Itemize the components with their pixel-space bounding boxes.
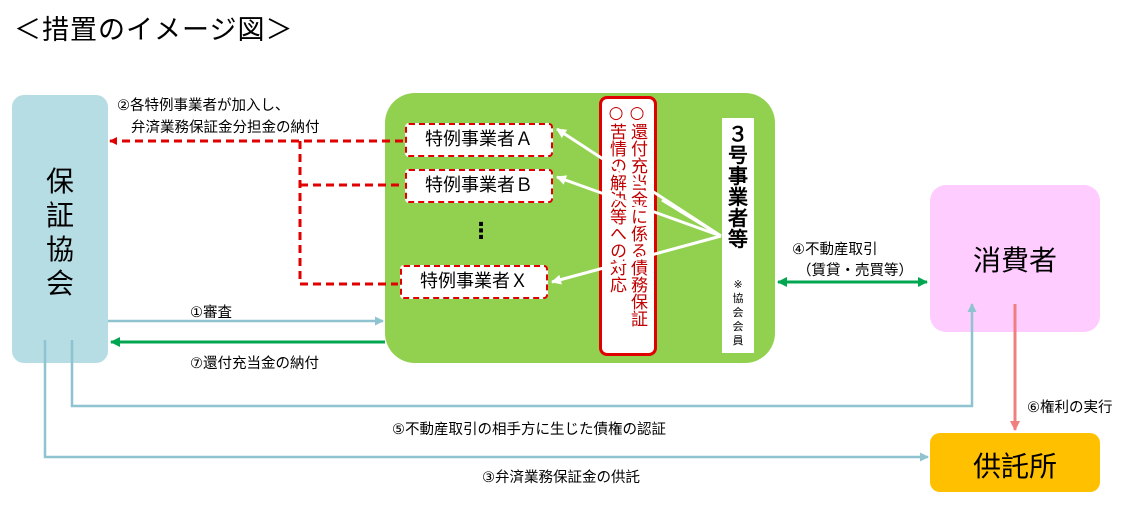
hosho-kyokai-label: 保 証 協 会 bbox=[12, 165, 108, 301]
step5-arrow bbox=[70, 303, 977, 408]
hosho-kyokai-box: 保 証 協 会 bbox=[12, 95, 108, 363]
hosho-char: 保 bbox=[45, 165, 74, 198]
step2-label-line2: 弁済業務保証金分担金の納付 bbox=[131, 120, 320, 136]
go3-char: 業 bbox=[728, 185, 748, 209]
go3-char: 等 bbox=[728, 227, 748, 251]
measure-guarantee: ○還付充当金に係る債務保証 bbox=[627, 103, 647, 327]
hosho-char: 会 bbox=[45, 267, 74, 300]
step3-arrow bbox=[43, 340, 929, 462]
vertical-ellipsis: ⋮ bbox=[470, 219, 492, 244]
go3-jigyosha-label: ３ 号 事 業 者 等 bbox=[722, 124, 754, 250]
go3-char: 者 bbox=[728, 206, 748, 230]
go3-note-char: ※ bbox=[733, 278, 743, 291]
hosho-char: 証 bbox=[45, 199, 74, 232]
step1-label: ①審査 bbox=[190, 305, 232, 321]
go3-note: ※ 協 会 会 員 bbox=[722, 278, 754, 348]
page-title: ＜措置のイメージ図＞ bbox=[14, 15, 294, 46]
go3-note-char: 員 bbox=[732, 334, 744, 347]
step3-label: ③弁済業務保証金の供託 bbox=[482, 470, 640, 486]
step2-dashed-arrows bbox=[109, 137, 403, 286]
step6-label: ⑥権利の実行 bbox=[1027, 400, 1113, 416]
go3-jigyosha-box: ３ 号 事 業 者 等 ※ 協 会 会 員 bbox=[722, 118, 754, 353]
consumer-label: 消費者 bbox=[972, 244, 1057, 277]
step2-label-line1: ②各特例事業者が加入し、 bbox=[117, 98, 290, 114]
white-arrows bbox=[551, 127, 722, 285]
tokurei-jigyosha-a: 特例事業者Ａ bbox=[405, 123, 553, 157]
step7-label: ⑦還付充当金の納付 bbox=[190, 356, 319, 372]
go3-char: 号 bbox=[728, 143, 748, 167]
go3-char: ３ bbox=[728, 122, 748, 146]
step4-label-line2: （賃貸・売買等） bbox=[797, 263, 913, 279]
step5-label: ⑤不動産取引の相手方に生じた債権の認証 bbox=[392, 422, 666, 438]
go3-char: 事 bbox=[728, 164, 748, 188]
tokurei-jigyosha-x: 特例事業者Ｘ bbox=[400, 265, 548, 299]
hosho-char: 協 bbox=[45, 233, 74, 266]
go3-note-char: 会 bbox=[732, 320, 744, 333]
step4-label-line1: ④不動産取引 bbox=[792, 242, 878, 258]
go3-note-char: 協 bbox=[732, 292, 744, 305]
go3-note-char: 会 bbox=[732, 306, 744, 319]
tokurei-jigyosha-b: 特例事業者Ｂ bbox=[405, 169, 553, 203]
kyotakusho-box: 供託所 bbox=[930, 433, 1100, 492]
kyotakusho-label: 供託所 bbox=[972, 450, 1057, 483]
